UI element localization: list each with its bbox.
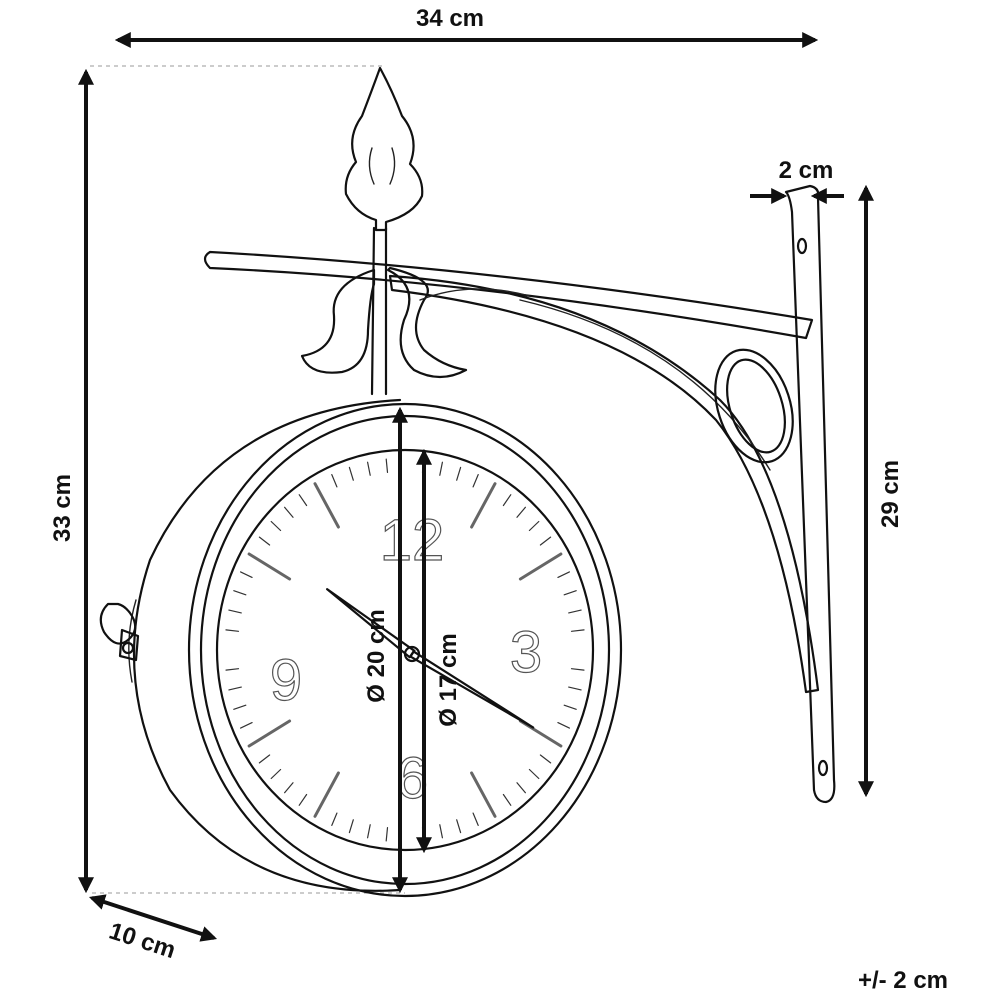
- hour-tick: [518, 552, 563, 581]
- side-latch: [99, 602, 140, 662]
- minute-tick: [258, 536, 271, 546]
- minute-tick: [348, 819, 354, 834]
- minute-tick: [270, 520, 282, 532]
- outer-diameter-label: Ø 20 cm: [363, 609, 390, 702]
- minute-tick: [331, 474, 338, 488]
- minute-tick: [240, 571, 253, 579]
- hour-tick: [313, 482, 340, 529]
- minute-tick: [528, 768, 540, 780]
- minute-tick: [563, 704, 577, 710]
- minute-tick: [367, 461, 371, 476]
- minute-tick: [557, 571, 571, 579]
- minute-tick: [225, 629, 240, 632]
- tolerance-label: +/- 2 cm: [858, 967, 948, 994]
- width-label: 34 cm: [416, 5, 484, 32]
- minute-tick: [284, 506, 294, 518]
- minute-tick: [367, 824, 371, 839]
- minute-tick: [270, 768, 282, 780]
- minute-tick: [456, 819, 462, 834]
- minute-tick: [570, 629, 585, 632]
- numeral-9: 9: [270, 648, 302, 713]
- minute-tick: [563, 590, 577, 596]
- minute-tick: [298, 793, 308, 806]
- depth-arrow: [88, 894, 218, 942]
- minute-tick: [472, 474, 479, 488]
- numeral-12: 12: [380, 508, 445, 573]
- minute-tick: [225, 668, 240, 671]
- minute-tick: [528, 520, 540, 532]
- minute-tick: [568, 686, 582, 691]
- numeral-3: 3: [510, 620, 542, 685]
- thickness-label: 2 cm: [779, 157, 834, 184]
- minute-tick: [284, 782, 294, 794]
- minute-tick: [228, 686, 242, 691]
- minute-tick: [539, 536, 552, 546]
- clock-hands: [326, 588, 535, 729]
- minute-tick: [516, 782, 527, 794]
- hour-tick: [470, 482, 497, 529]
- minute-tick: [439, 461, 443, 476]
- minute-tick: [456, 466, 462, 481]
- minute-tick: [228, 609, 242, 614]
- minute-tick: [557, 721, 571, 729]
- minute-tick: [502, 494, 512, 507]
- scroll-decorations: [300, 266, 531, 379]
- inner-diameter-label: Ø 17 cm: [435, 633, 462, 726]
- bracket-height-label: 29 cm: [877, 460, 904, 528]
- minute-tick: [570, 668, 585, 671]
- minute-tick: [258, 754, 271, 764]
- minute-tick: [439, 824, 443, 839]
- minute-hand: [409, 650, 535, 729]
- minute-tick: [298, 494, 308, 507]
- minute-tick: [516, 506, 527, 518]
- minute-tick: [331, 812, 338, 827]
- minute-tick: [385, 826, 389, 842]
- finial: [344, 66, 424, 396]
- minute-ticks: [225, 458, 585, 842]
- minute-tick: [539, 754, 552, 764]
- minute-tick: [348, 466, 354, 481]
- hour-tick: [247, 719, 292, 748]
- minute-tick: [233, 704, 247, 710]
- minute-tick: [233, 590, 247, 596]
- wall-bracket: [203, 184, 836, 804]
- minute-tick: [385, 458, 389, 473]
- hour-tick: [247, 552, 292, 581]
- minute-tick: [240, 721, 253, 729]
- outer-bezel: [187, 402, 623, 898]
- clock-body: [99, 398, 623, 898]
- clock-numerals: 12 3 6 9: [269, 507, 542, 811]
- height-label: 33 cm: [49, 474, 76, 542]
- minute-tick: [568, 609, 582, 614]
- minute-tick: [472, 812, 479, 827]
- minute-tick: [502, 793, 512, 806]
- hour-tick: [470, 771, 497, 818]
- hour-tick: [313, 771, 340, 818]
